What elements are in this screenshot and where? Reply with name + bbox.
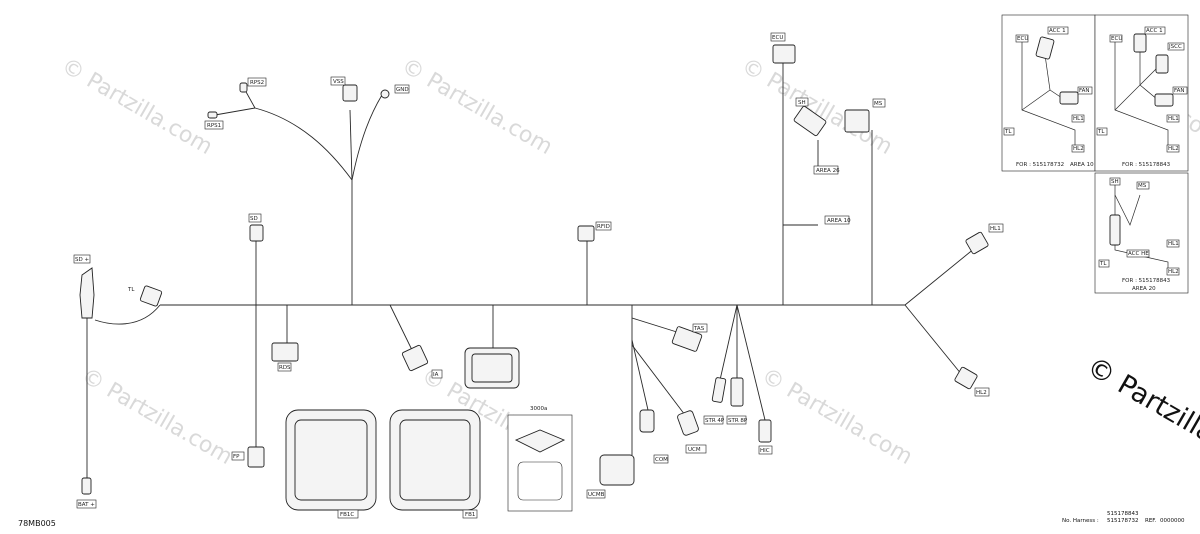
rps1-connector <box>207 111 218 119</box>
inset1-for-label: FOR : 515178732 <box>1016 162 1064 168</box>
inset2-hl1-label: HL1 <box>1168 116 1179 122</box>
bat-plus-label: BAT + <box>78 502 95 508</box>
str4p-connector <box>711 377 727 403</box>
tas-connector <box>671 326 703 352</box>
rps2-label: RPS2 <box>250 80 264 86</box>
fp-connector <box>247 446 265 468</box>
ref-label: REF. <box>1145 518 1157 524</box>
watermark-3: © Partzilla.com <box>737 54 897 161</box>
str8p-connector <box>730 377 744 407</box>
hic-label: HIC <box>760 448 770 454</box>
inset3-hl1-label: HL1 <box>1168 241 1179 247</box>
inset3-for-label: FOR : 515178843 <box>1122 278 1171 284</box>
inset2-hl2-label: HL2 <box>1168 146 1179 152</box>
inset-panels: ECU ACC 1 FAN HL1 HL2 TL FOR : 515178732… <box>1001 14 1189 294</box>
rfid-connector <box>577 225 595 242</box>
watermark-corner: © Partzilla.c <box>1082 351 1200 461</box>
sd-connector <box>249 224 264 242</box>
hl1-label: HL1 <box>990 226 1001 232</box>
ms-connector <box>844 109 870 133</box>
hl1-connector <box>965 231 989 255</box>
str8p-label: STR 8P <box>728 418 748 424</box>
fp-label: FP <box>233 454 240 460</box>
ref-code: 0000000 <box>1160 518 1185 524</box>
ucm-label: UCM <box>688 447 701 453</box>
watermark-7: © Partzilla.com <box>757 364 917 471</box>
sd-plus-label: SD + <box>75 257 89 263</box>
inset3-hl2-label: HL2 <box>1168 269 1179 275</box>
tl-label: TL <box>127 287 135 293</box>
inset3-acc-he-label: ACC HE <box>1128 251 1149 257</box>
com-label: COM <box>655 457 668 463</box>
ecu-label: ECU <box>772 35 783 41</box>
inset2-for-label: FOR : 515178843 <box>1122 162 1171 168</box>
inset3-ms-label: MS <box>1138 183 1147 189</box>
sd-label: SD <box>250 216 258 222</box>
vss-label: VSS <box>333 79 344 85</box>
sh-connector <box>793 105 827 137</box>
inset3-area20-label: AREA 20 <box>1132 286 1156 292</box>
inset2-jscc-label: JSCC <box>1168 44 1182 50</box>
com-connector <box>639 409 655 433</box>
seal-gasket <box>514 429 566 453</box>
lower-branches <box>255 304 766 455</box>
inset3-tl-label: TL <box>1099 261 1107 267</box>
connectors: TL SD + BAT + RPS2 RPS1 VSS GND SD RFID <box>73 32 1004 519</box>
inset2-ecu-label: ECU <box>1111 36 1122 42</box>
ucmb-connector <box>599 454 635 486</box>
bat-plus-terminal <box>81 477 92 495</box>
inset1-fan-label: FAN <box>1079 88 1090 94</box>
ucmb-label: UCMB <box>588 492 605 498</box>
inset3-sh-label: SH <box>1111 179 1119 185</box>
harness-number-2: 515178732 <box>1107 518 1139 524</box>
inset1-ecu-label: ECU <box>1017 36 1028 42</box>
gnd-label: GND <box>396 87 409 93</box>
inset1-acc1-label: ACC 1 <box>1049 28 1066 34</box>
ms-label: MS <box>874 101 883 107</box>
inset2-fan-label: FAN <box>1174 88 1185 94</box>
area26-label: AREA 26 <box>816 168 840 174</box>
str4p-label: STR 4P <box>705 418 725 424</box>
rps2-connector <box>239 82 248 93</box>
vss-connector <box>342 84 358 102</box>
upper-branches <box>214 50 873 305</box>
inset1-hl2-label: HL2 <box>1073 146 1084 152</box>
sd-plus-connector <box>79 267 95 319</box>
ia-label: IA <box>433 372 439 378</box>
watermark-1: © Partzilla.com <box>57 54 217 161</box>
hl2-label: HL2 <box>976 390 987 396</box>
sh-label: SH <box>798 100 806 106</box>
hl2-connector <box>954 366 978 390</box>
tl-connector <box>139 285 163 307</box>
kit-label: 3000a <box>530 406 547 412</box>
inset1-area10-label: AREA 10 <box>1070 162 1094 168</box>
rds-label: RDS <box>279 365 291 371</box>
ecu-connector <box>772 44 796 64</box>
ia-connector <box>401 344 429 372</box>
fb1c-label: FB1C <box>340 512 354 518</box>
tas-label: TAS <box>693 326 705 332</box>
watermark-2: © Partzilla.com <box>397 54 557 161</box>
watermark-5: © Partzilla.com <box>77 364 237 471</box>
fb1-label: FB1 <box>465 512 475 518</box>
harness-number-1: 515178843 <box>1107 511 1139 517</box>
area10-label: AREA 10 <box>827 218 851 224</box>
rds-connector <box>271 342 299 362</box>
inset2-acc1-label: ACC 1 <box>1146 28 1163 34</box>
hic-connector <box>758 419 772 443</box>
rfid-label: RFID <box>597 224 610 230</box>
inset1-hl1-label: HL1 <box>1073 116 1084 122</box>
harness-label: No. Harness : <box>1062 518 1099 524</box>
footer: 78MB005 No. Harness : 515178843 51517873… <box>18 511 1185 528</box>
inset1-tl-label: TL <box>1004 129 1012 135</box>
diagram-id: 78MB005 <box>18 519 56 528</box>
inset2-tl-label: TL <box>1097 129 1105 135</box>
main-harness-trunk <box>86 247 976 480</box>
gnd-ring-terminal <box>380 89 390 99</box>
rps1-label: RPS1 <box>207 123 221 129</box>
ucm-lower-connector <box>677 410 699 436</box>
